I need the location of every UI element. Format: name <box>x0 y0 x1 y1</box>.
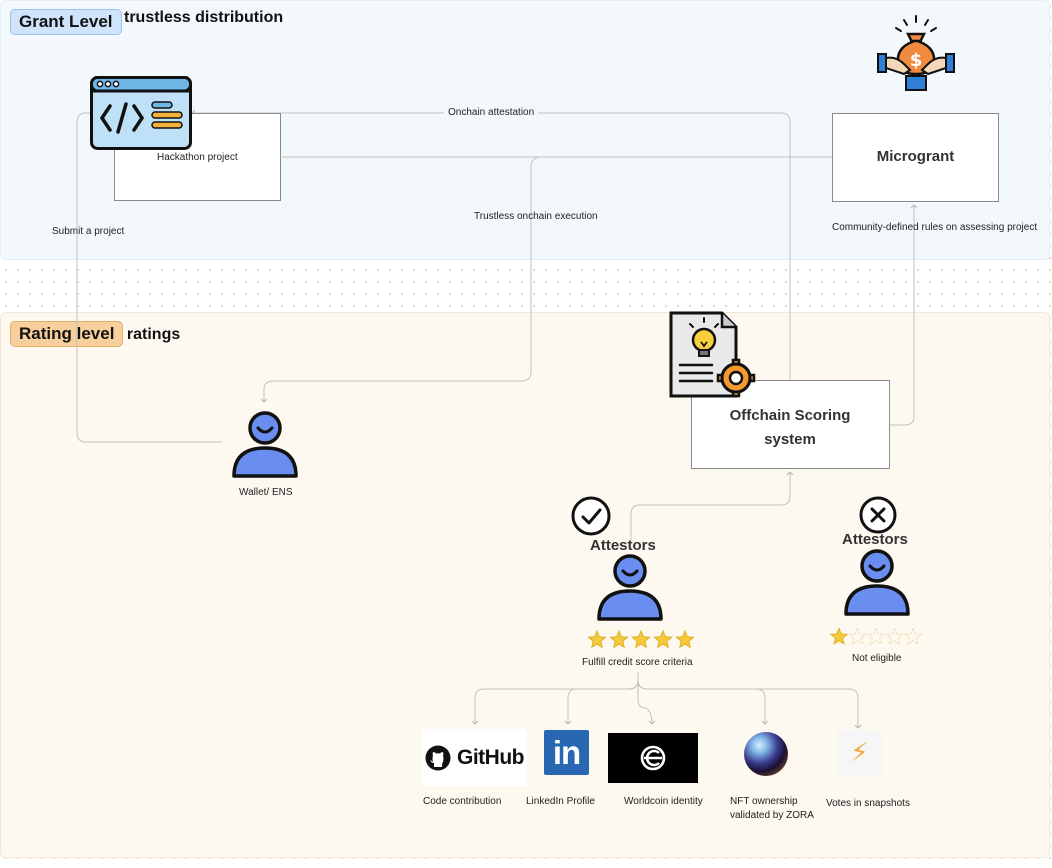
attestor-eligible-user-icon <box>597 553 665 628</box>
github-octocat-icon <box>425 745 451 770</box>
edge-onchain-attestation <box>191 109 791 380</box>
ineligible-star-2 <box>848 627 867 645</box>
eligible-star-3 <box>631 629 651 649</box>
eligible-star-4 <box>653 629 673 649</box>
source-worldcoin-caption: Worldcoin identity <box>624 796 703 807</box>
code-window-icon <box>90 76 192 155</box>
offchain-scoring-line2: system <box>764 431 816 448</box>
microgrant-box[interactable] <box>832 113 999 202</box>
github-logo: GitHub <box>422 729 527 786</box>
eligible-star-5 <box>675 629 695 649</box>
attestors-eligible-caption: Fulfill credit score criteria <box>582 657 693 668</box>
github-wordmark: GitHub <box>457 745 524 769</box>
rating-section-title: l ratings <box>118 326 181 343</box>
x-circle-icon <box>858 495 898 540</box>
source-zora-caption: NFT ownership validated by ZORA <box>730 795 814 823</box>
snapshot-logo: ⚡ <box>837 730 882 775</box>
label-trustless-execution: Trustless onchain execution <box>474 211 598 222</box>
document-idea-gear-icon <box>668 310 760 407</box>
label-onchain-attestation: Onchain attestation <box>444 107 539 118</box>
ineligible-star-1 <box>829 627 849 645</box>
wallet-label: Wallet/ ENS <box>239 487 293 498</box>
eligible-star-2 <box>609 629 629 649</box>
linkedin-wordmark: in <box>552 733 581 771</box>
attestor-ineligible-user-icon <box>844 548 912 623</box>
rating-level-tag[interactable]: Rating level <box>10 321 124 347</box>
ineligible-star-4 <box>885 627 904 645</box>
grant-section-title: trustless distribution <box>124 9 284 26</box>
edge-trustless-execution <box>260 156 832 403</box>
check-circle-icon <box>570 495 612 542</box>
source-zora-caption-line1: NFT ownership <box>730 796 798 807</box>
source-zora-caption-line2: validated by ZORA <box>730 810 814 821</box>
hackathon-project-label: Hackathon project <box>157 152 238 163</box>
eligible-star-1 <box>587 629 607 649</box>
linkedin-logo: in <box>544 730 589 775</box>
svg-text:$: $ <box>910 50 923 71</box>
source-github-caption: Code contribution <box>423 796 502 807</box>
grant-level-tag[interactable]: Grant Level <box>10 9 122 35</box>
source-snapshot-caption: Votes in snapshots <box>826 798 910 809</box>
edge-attestors-offchain <box>630 471 794 540</box>
edge-submit-project <box>76 112 222 443</box>
microgrant-label: Microgrant <box>876 148 955 165</box>
source-linkedin-caption: LinkedIn Profile <box>526 796 595 807</box>
worldcoin-icon <box>640 745 666 771</box>
offchain-scoring-label: Offchain Scoring system <box>700 404 880 452</box>
edge-community-rules <box>890 204 918 426</box>
rating-stars-ineligible <box>829 627 925 652</box>
attestors-ineligible-title: Attestors <box>842 531 908 548</box>
attestors-eligible-title: Attestors <box>590 537 656 554</box>
zora-orb-logo <box>742 730 790 778</box>
ineligible-star-3 <box>866 627 886 645</box>
label-community-rules: Community-defined rules on assessing pro… <box>832 222 1038 233</box>
label-submit-project: Submit a project <box>52 226 125 237</box>
hackathon-project-box[interactable] <box>114 113 281 201</box>
wallet-user-icon <box>232 410 300 485</box>
edge-fanout <box>471 672 639 725</box>
money-bag-icon: $ <box>874 14 958 99</box>
worldcoin-logo <box>608 733 698 783</box>
lightning-icon: ⚡ <box>850 737 869 767</box>
offchain-scoring-line1: Offchain Scoring <box>729 407 851 424</box>
rating-stars-eligible <box>587 629 697 655</box>
attestors-ineligible-caption: Not eligible <box>852 653 902 664</box>
ineligible-star-5 <box>903 627 923 645</box>
zora-orb-icon <box>744 732 788 776</box>
